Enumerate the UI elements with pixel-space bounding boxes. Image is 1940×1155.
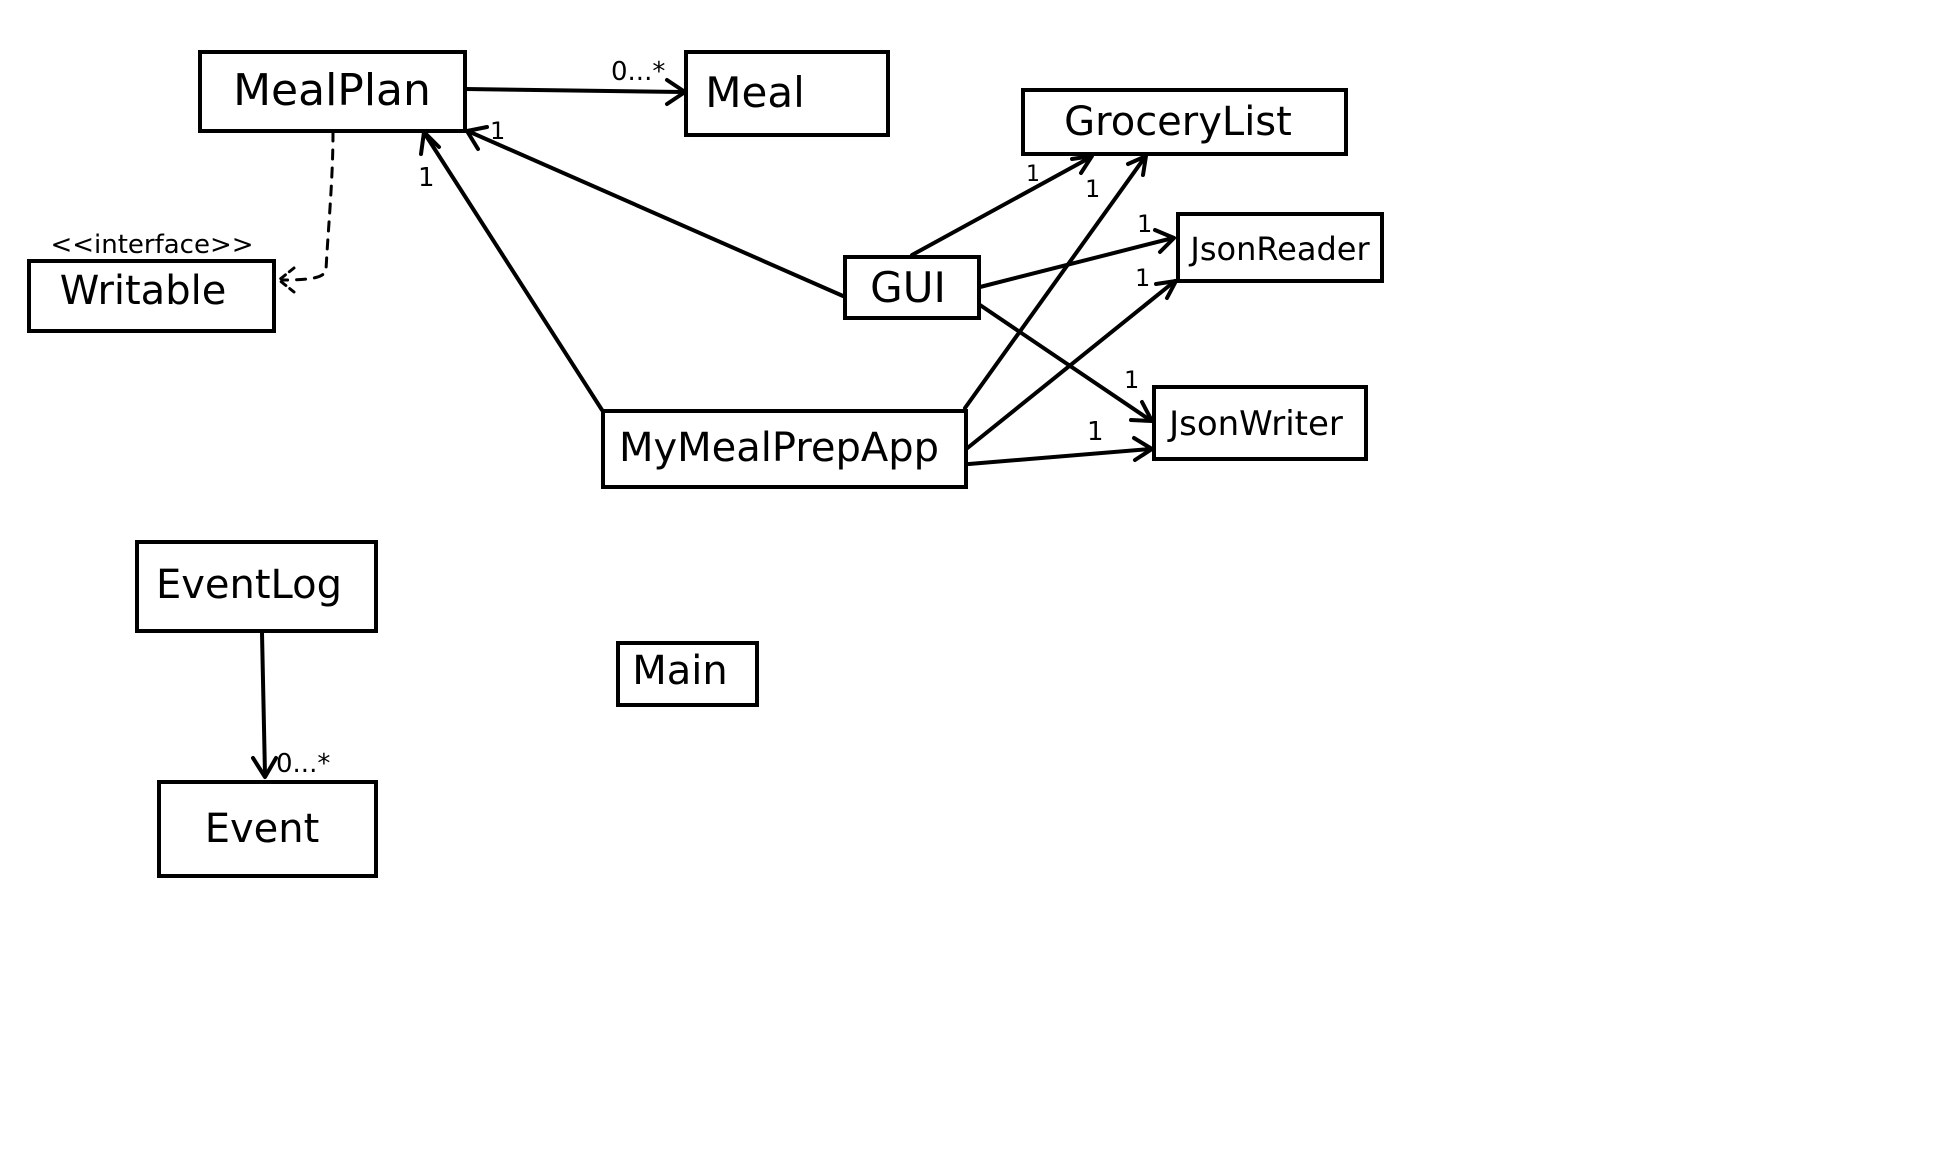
class-name: Meal	[705, 68, 804, 117]
mult-app-jsonwriter: 1	[1087, 417, 1104, 447]
class-name: JsonWriter	[1167, 404, 1343, 444]
mult-gui-jsonwriter: 1	[1124, 366, 1139, 394]
class-main: Main	[616, 641, 759, 707]
class-name: MealPlan	[233, 65, 431, 116]
class-eventlog: EventLog	[135, 540, 378, 633]
class-meal: Meal	[684, 50, 890, 137]
edge-eventlog-event	[251, 631, 278, 779]
mult-app-jsonreader: 1	[1135, 264, 1150, 292]
class-name: JsonReader	[1188, 230, 1370, 268]
mult-eventlog-event: 0...*	[276, 749, 330, 779]
mult-app-grocerylist: 1	[1085, 175, 1100, 203]
edge-gui-grocerylist	[910, 154, 1094, 257]
class-name: EventLog	[156, 562, 342, 608]
class-gui: GUI	[843, 255, 981, 320]
interface-stereotype: <<interface>>	[50, 230, 253, 260]
multiplicities: 0...* 1 1 1 1 1 1 1 1 0...*	[276, 57, 1152, 779]
mult-gui-grocerylist: 1	[1026, 162, 1040, 187]
edge-mealplan-writable	[277, 130, 335, 294]
class-name: GUI	[870, 263, 946, 312]
class-mymealprepapp: MyMealPrepApp	[601, 409, 968, 489]
edge-app-jsonwriter	[967, 436, 1154, 466]
class-name: GroceryList	[1064, 99, 1292, 145]
relations	[251, 78, 1178, 779]
class-name: Main	[632, 648, 728, 694]
mult-app-mealplan: 1	[418, 163, 435, 193]
class-event: Event	[157, 780, 378, 878]
class-writable: <<interface>> Writable	[27, 230, 276, 333]
mult-gui-mealplan: 1	[490, 117, 505, 145]
class-mealplan: MealPlan	[198, 50, 467, 133]
class-name: Event	[205, 806, 320, 852]
mult-gui-jsonreader: 1	[1137, 210, 1152, 238]
edge-gui-jsonreader	[978, 228, 1176, 289]
edge-gui-mealplan	[465, 125, 845, 298]
edge-app-mealplan	[419, 130, 604, 412]
class-grocerylist: GroceryList	[1021, 88, 1348, 156]
class-jsonwriter: JsonWriter	[1152, 385, 1368, 461]
mult-mealplan-meal: 0...*	[611, 57, 665, 87]
class-name: MyMealPrepApp	[619, 425, 939, 471]
class-name: Writable	[60, 268, 227, 314]
class-jsonreader: JsonReader	[1176, 212, 1384, 283]
